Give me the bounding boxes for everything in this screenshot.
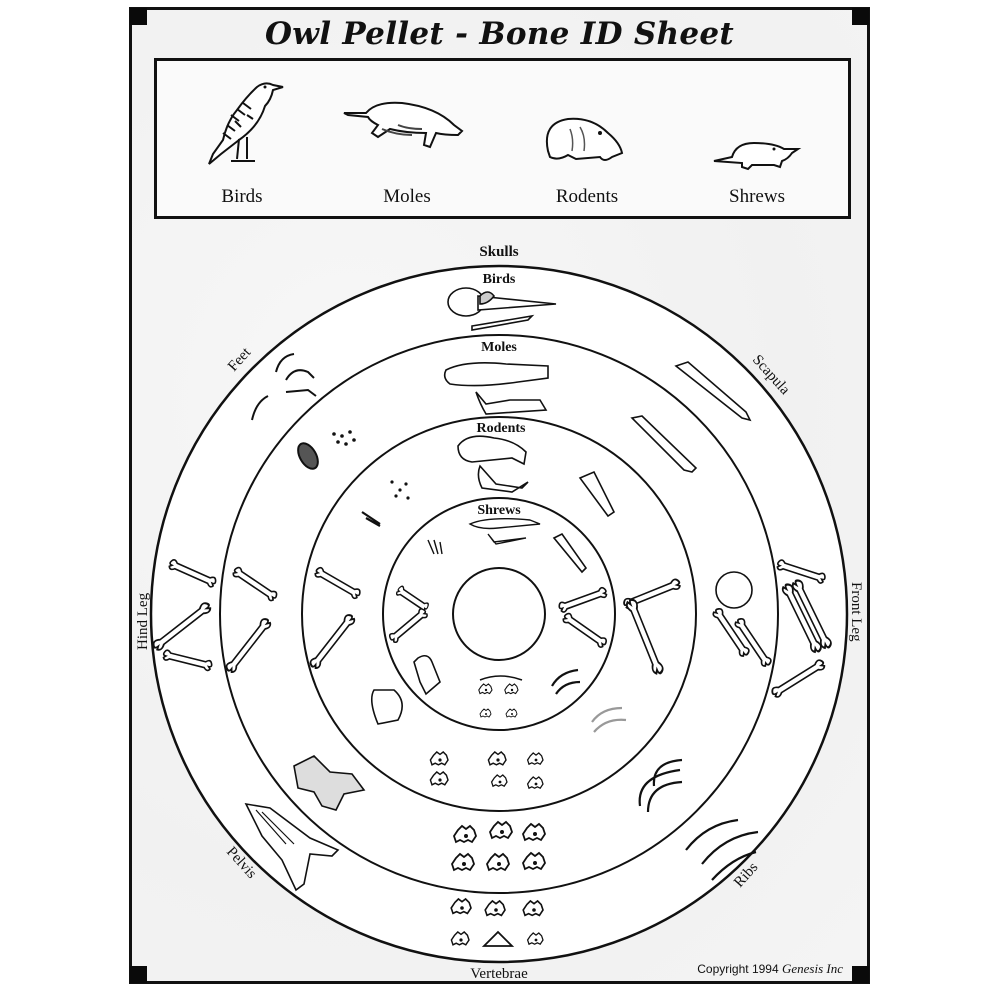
animal-rodents: Rodents — [517, 61, 657, 216]
ring-rodents — [301, 416, 697, 812]
animal-shrews: Shrews — [687, 61, 827, 216]
shrew-icon — [713, 141, 802, 171]
vertebrae-bones — [429, 675, 546, 947]
foot-cluster-icon — [297, 442, 319, 470]
copyright-text: Copyright 1994 — [697, 962, 779, 976]
ring-label-birds: Birds — [483, 272, 516, 287]
ring-label-shrews: Shrews — [477, 503, 521, 518]
animal-label: Moles — [383, 186, 431, 207]
skull-shrew-icon — [468, 517, 541, 545]
ring-label-moles: Moles — [481, 340, 517, 355]
ring-moles — [219, 334, 779, 894]
skulls-label: Skulls — [479, 244, 518, 260]
rib-bones — [551, 668, 759, 881]
rodent-skull-side-icon — [715, 571, 753, 609]
category-front-leg: Front Leg — [848, 582, 864, 642]
feet-bones — [251, 353, 443, 555]
animal-label: Birds — [221, 186, 263, 207]
page-title: Owl Pellet - Bone ID Sheet — [264, 16, 735, 52]
animal-birds: Birds — [177, 61, 307, 216]
ring-label-rodents: Rodents — [476, 421, 526, 436]
center-circle — [452, 567, 546, 661]
copyright-notice: Copyright 1994 Genesis Inc — [697, 961, 843, 977]
mole-icon — [343, 101, 464, 149]
category-hind-leg: Hind Leg — [135, 592, 151, 650]
skull-mole-icon — [443, 362, 549, 415]
skull-bird-icon — [447, 287, 557, 331]
animal-legend-box: Birds Moles Rodents Shrews — [154, 58, 851, 219]
corner-mark — [852, 966, 869, 983]
animal-label: Rodents — [555, 186, 619, 207]
category-vertebrae: Vertebrae — [470, 966, 528, 982]
bird-icon — [208, 82, 284, 165]
skull-rodent-icon — [457, 435, 529, 493]
corner-mark — [852, 8, 869, 25]
front-leg-bones — [557, 558, 834, 700]
rodent-icon — [546, 117, 624, 161]
corner-mark — [130, 966, 147, 983]
ring-shrews — [382, 497, 616, 731]
corner-mark — [130, 8, 147, 25]
pelvis-bones — [244, 654, 441, 892]
copyright-company: Genesis Inc — [781, 961, 843, 976]
animal-moles: Moles — [337, 61, 477, 216]
animal-label: Shrews — [729, 186, 785, 207]
scapula-bones — [552, 361, 752, 574]
